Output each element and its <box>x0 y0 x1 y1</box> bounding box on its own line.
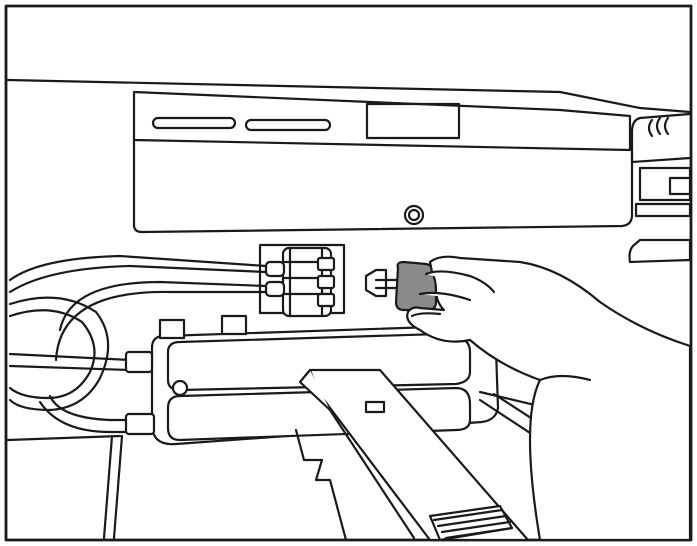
screw-inner <box>407 208 421 222</box>
right-switch <box>668 176 692 196</box>
valve-fitting-lower <box>124 412 156 436</box>
ramp <box>294 428 348 542</box>
wire-4 <box>54 290 268 362</box>
valve-fitting-upper <box>124 350 154 374</box>
wire-1 <box>8 254 268 282</box>
wire-2 <box>8 264 268 294</box>
wire-3 <box>58 280 268 332</box>
right-springs <box>647 116 670 138</box>
floor-line-left <box>6 434 124 540</box>
tray <box>298 368 530 542</box>
screw <box>403 204 425 226</box>
label-window <box>365 102 461 140</box>
cavity-top-edge <box>6 78 692 114</box>
vent-slot-1 <box>151 116 237 130</box>
upper-panel-front <box>132 138 634 234</box>
vent-slot-2 <box>244 118 332 132</box>
right-bracket <box>628 112 692 264</box>
hose-icon <box>8 296 162 434</box>
wire-harness-icon <box>264 246 336 318</box>
upper-panel <box>132 90 632 152</box>
hand-icon <box>406 255 692 542</box>
